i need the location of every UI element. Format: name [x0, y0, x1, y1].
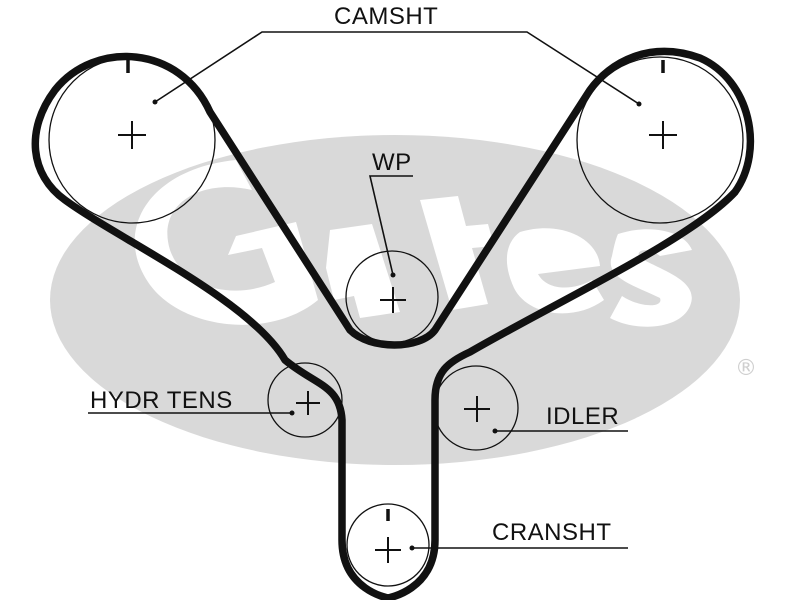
- label-water-pump: WP: [372, 149, 412, 176]
- label-crankshaft: CRANSHT: [492, 519, 612, 546]
- label-hydraulic-tensioner: HYDR TENS: [90, 387, 233, 414]
- pulley-crankshaft: [346, 503, 430, 587]
- timing-belt: [31, 47, 755, 600]
- label-camshaft: CAMSHT: [334, 3, 438, 30]
- pulley-camshaft-right: [576, 56, 744, 224]
- leader-lines: [88, 31, 640, 549]
- registered-mark: ®: [735, 356, 757, 381]
- label-idler: IDLER: [546, 403, 619, 430]
